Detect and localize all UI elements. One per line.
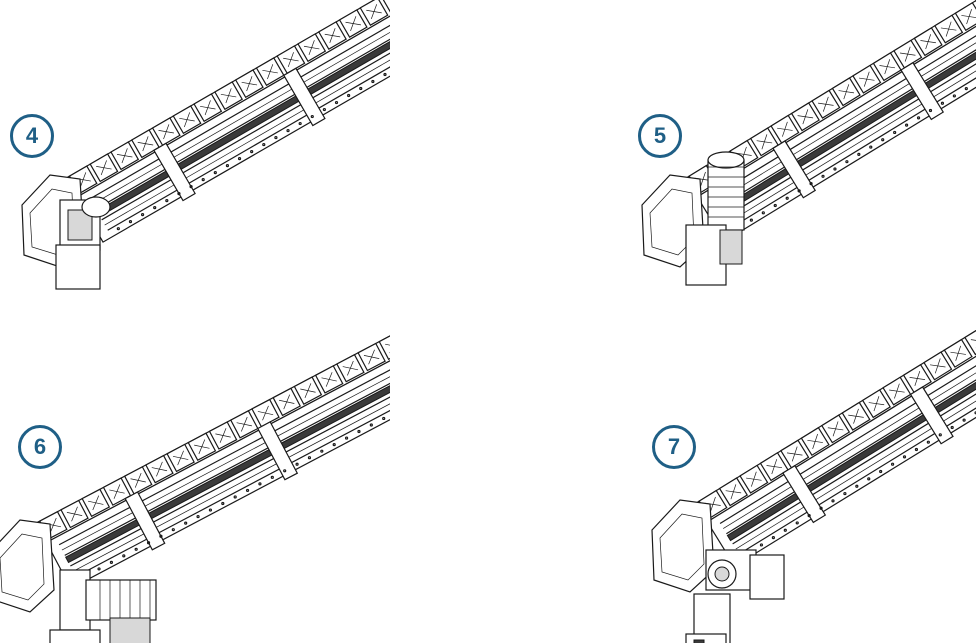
figure-4: 4 — [0, 0, 390, 310]
figure-5: 5 — [600, 0, 976, 310]
figure-label-7: 7 — [652, 425, 696, 469]
figure-label-5: 5 — [638, 114, 682, 158]
figure-label-4: 4 — [10, 114, 54, 158]
conveyor-drive-4-icon — [21, 0, 390, 290]
conveyor-drive-6-icon — [0, 335, 390, 643]
conveyor-drive-7-icon — [651, 330, 976, 643]
figure-6: 6 — [0, 330, 390, 643]
figure-7: 7 — [600, 330, 976, 643]
conveyor-drive-5-icon — [641, 0, 976, 286]
figure-label-6: 6 — [18, 425, 62, 469]
